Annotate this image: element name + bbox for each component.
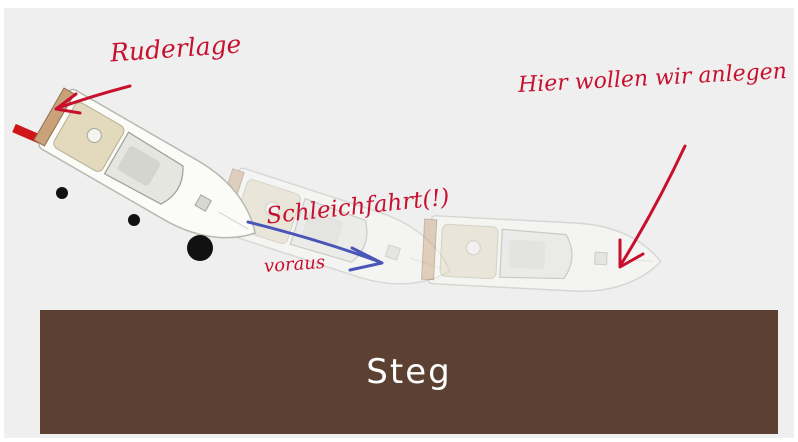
ahead-label: voraus (263, 254, 325, 276)
target-arrow (620, 146, 685, 267)
fender-marker (128, 214, 140, 226)
dock: Steg (40, 310, 778, 434)
fender-marker (56, 187, 68, 199)
dock-label: Steg (366, 352, 451, 392)
pivot-marker (187, 235, 213, 261)
